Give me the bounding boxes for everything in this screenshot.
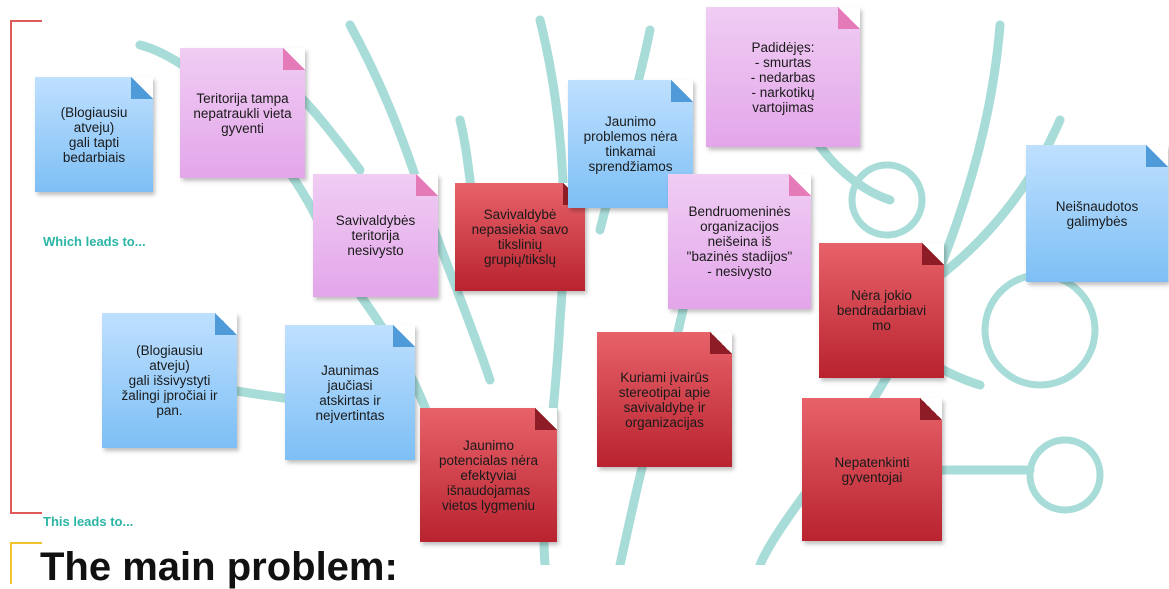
tree-circle <box>1026 436 1104 514</box>
sticky-note-kuriami-stereotipai[interactable]: Kuriami įvairūs stereotipai apie savival… <box>597 332 732 467</box>
note-fold <box>838 7 860 29</box>
note-text: Nepatenkinti gyventojai <box>834 454 910 485</box>
sticky-note-savivaldybe-nepasiekia[interactable]: Savivaldybė nepasiekia savo tikslinių gr… <box>455 183 585 291</box>
note-fold <box>922 243 944 265</box>
note-text: Jaunimo potencialas nėra efektyviai išna… <box>438 437 539 513</box>
this-leads-to-label: This leads to... <box>43 514 134 529</box>
note-text: Nėra jokio bendradarbiavi mo <box>836 288 927 333</box>
sticky-note-bedarbiais[interactable]: (Blogiausiu atveju) gali tapti bedarbiai… <box>35 77 153 192</box>
note-fold <box>789 174 811 196</box>
sticky-note-nera-jokio[interactable]: Nėra jokio bendradarbiavi mo <box>819 243 944 378</box>
note-fold <box>535 408 557 430</box>
tree-branch <box>345 20 425 195</box>
note-text: (Blogiausiu atveju) gali tapti bedarbiai… <box>60 104 128 165</box>
note-text: Bendruomeninės organizacijos neišeina iš… <box>686 204 793 279</box>
note-fold <box>215 313 237 335</box>
note-text: Savivaldybė nepasiekia savo tikslinių gr… <box>471 207 569 267</box>
which-leads-to-label: Which leads to... <box>43 234 146 249</box>
note-fold <box>283 48 305 70</box>
sticky-note-jaunimas-jauciasi[interactable]: Jaunimas jaučiasi atskirtas ir nejvertin… <box>285 325 415 460</box>
note-fold <box>671 80 693 102</box>
bracket-yellow <box>10 542 42 584</box>
sticky-note-neisnaudotos[interactable]: Neišnaudotos galimybės <box>1026 145 1168 282</box>
sticky-note-savivaldybes-teritorija[interactable]: Savivaldybės teritorija nesivysto <box>313 174 438 297</box>
note-text: Padidėjęs: - smurtas - nedarbas - narkot… <box>750 39 816 115</box>
sticky-note-teritorija-tampa[interactable]: Teritorija tampa nepatraukli vieta gyven… <box>180 48 305 178</box>
note-fold <box>1146 145 1168 167</box>
note-fold <box>393 325 415 347</box>
note-fold <box>416 174 438 196</box>
sticky-note-zalingi-iprociai[interactable]: (Blogiausiu atveju) gali išsivystyti žal… <box>102 313 237 448</box>
main-problem-title: The main problem: <box>40 545 398 589</box>
note-text: Teritorija tampa nepatraukli vieta gyven… <box>193 90 292 136</box>
tree-circle <box>848 161 926 239</box>
note-text: (Blogiausiu atveju) gali išsivystyti žal… <box>121 343 218 418</box>
sticky-note-bendruomenines[interactable]: Bendruomeninės organizacijos neišeina iš… <box>668 174 811 309</box>
note-text: Jaunimas jaučiasi atskirtas ir nejvertin… <box>315 362 385 423</box>
note-fold <box>710 332 732 354</box>
note-fold <box>920 398 942 420</box>
note-text: Neišnaudotos galimybės <box>1055 198 1139 229</box>
sticky-note-nepatenkinti[interactable]: Nepatenkinti gyventojai <box>802 398 942 541</box>
bracket-red <box>10 20 42 514</box>
tree-circle <box>981 271 1099 389</box>
sticky-note-jaunimo-potencialas[interactable]: Jaunimo potencialas nėra efektyviai išna… <box>420 408 557 542</box>
note-text: Savivaldybės teritorija nesivysto <box>335 213 416 258</box>
note-text: Jaunimo problemos nėra tinkamai sprendži… <box>583 114 678 174</box>
sticky-note-padidejes[interactable]: Padidėjęs: - smurtas - nedarbas - narkot… <box>706 7 860 147</box>
note-text: Kuriami įvairūs stereotipai apie savival… <box>618 369 711 430</box>
note-fold <box>131 77 153 99</box>
